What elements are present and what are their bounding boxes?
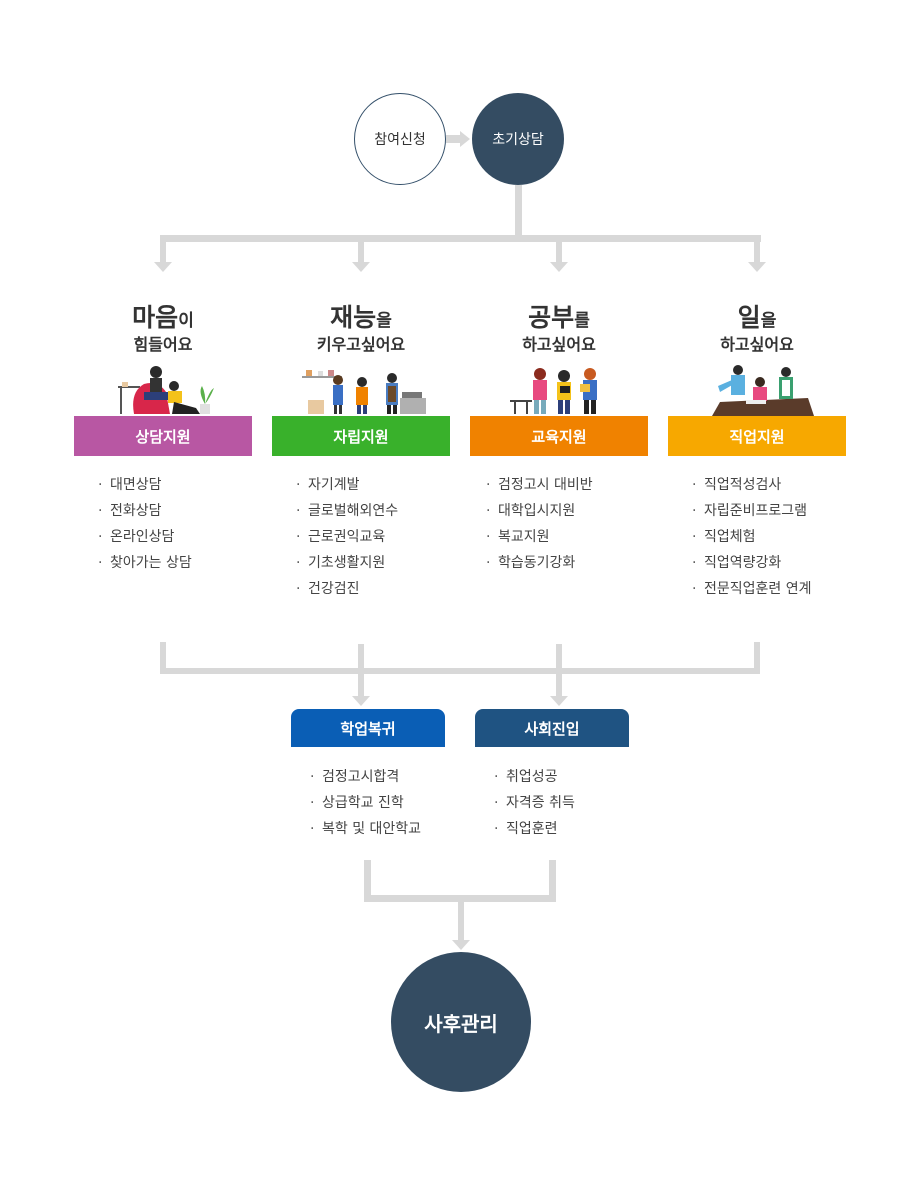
connector-line (364, 895, 556, 902)
education-illustration (510, 368, 597, 414)
aftercare-circle: 사후관리 (391, 952, 531, 1092)
list-item: 직업훈련 (494, 816, 575, 842)
list-item: 자기계발 (296, 472, 398, 498)
connector-line (556, 235, 562, 262)
step-initial-consult-circle: 초기상담 (472, 93, 564, 185)
list-item: 전문직업훈련 연계 (692, 576, 812, 602)
connector-line (160, 235, 761, 242)
arrow-down-icon (452, 940, 470, 950)
list-item: 대학입시지원 (486, 498, 593, 524)
connector-line (515, 185, 522, 235)
list-item: 학습동기강화 (486, 550, 593, 576)
step-participation-circle: 참여신청 (354, 93, 446, 185)
arrow-right-icon (460, 131, 470, 147)
step-participation-label: 참여신청 (374, 132, 426, 148)
list-item: 기초생활지원 (296, 550, 398, 576)
list-item: 검정고시 대비반 (486, 472, 593, 498)
connector-line (549, 860, 556, 902)
step-initial-consult-label: 초기상담 (492, 132, 544, 148)
list-item: 자격증 취득 (494, 790, 575, 816)
outcome-school-return-label: 학업복귀 (291, 709, 445, 747)
arrow-down-icon (748, 262, 766, 272)
list-item: 전화상담 (98, 498, 192, 524)
connector-line (754, 235, 760, 262)
category-title: 재능을 키우고싶어요 (316, 303, 406, 354)
connector-line (458, 902, 464, 940)
connector-line (358, 235, 364, 262)
category-counseling-label: 상담지원 (74, 416, 252, 456)
arrow-down-icon (352, 696, 370, 706)
connector-line (160, 642, 166, 674)
list-item: 대면상담 (98, 472, 192, 498)
aftercare-label: 사후관리 (424, 1011, 498, 1036)
category-title: 마음이 힘들어요 (132, 303, 194, 354)
list-item: 직업체험 (692, 524, 812, 550)
list-item: 자립준비프로그램 (692, 498, 812, 524)
employment-illustration (712, 365, 814, 416)
outcome-social-entry-label: 사회진입 (475, 709, 629, 747)
arrow-down-icon (550, 262, 568, 272)
counseling-illustration (118, 366, 214, 414)
connector-line (446, 135, 460, 143)
arrow-down-icon (550, 696, 568, 706)
list-item: 직업적성검사 (692, 472, 812, 498)
list-item: 취업성공 (494, 764, 575, 790)
category-title: 공부를 하고싶어요 (522, 303, 596, 354)
list-item: 상급학교 진학 (310, 790, 421, 816)
list-item: 검정고시합격 (310, 764, 421, 790)
arrow-down-icon (154, 262, 172, 272)
education-item-list: 검정고시 대비반 대학입시지원 복교지원 학습동기강화 (486, 472, 593, 576)
list-item: 건강검진 (296, 576, 398, 602)
connector-line (754, 642, 760, 674)
connector-line (364, 860, 371, 902)
connector-line (160, 235, 166, 262)
list-item: 글로벌해외연수 (296, 498, 398, 524)
list-item: 복학 및 대안학교 (310, 816, 421, 842)
school-return-item-list: 검정고시합격 상급학교 진학 복학 및 대안학교 (310, 764, 421, 842)
category-employment-label: 직업지원 (668, 416, 846, 456)
category-education-label: 교육지원 (470, 416, 648, 456)
list-item: 찾아가는 상담 (98, 550, 192, 576)
counseling-item-list: 대면상담 전화상담 온라인상담 찾아가는 상담 (98, 472, 192, 576)
employment-item-list: 직업적성검사 자립준비프로그램 직업체험 직업역량강화 전문직업훈련 연계 (692, 472, 812, 602)
arrow-down-icon (352, 262, 370, 272)
list-item: 온라인상담 (98, 524, 192, 550)
independence-illustration (302, 370, 426, 414)
social-entry-item-list: 취업성공 자격증 취득 직업훈련 (494, 764, 575, 842)
list-item: 직업역량강화 (692, 550, 812, 576)
connector-line (160, 668, 760, 674)
category-title: 일을 하고싶어요 (720, 303, 794, 354)
list-item: 복교지원 (486, 524, 593, 550)
independence-item-list: 자기계발 글로벌해외연수 근로권익교육 기초생활지원 건강검진 (296, 472, 398, 602)
list-item: 근로권익교육 (296, 524, 398, 550)
category-independence-label: 자립지원 (272, 416, 450, 456)
